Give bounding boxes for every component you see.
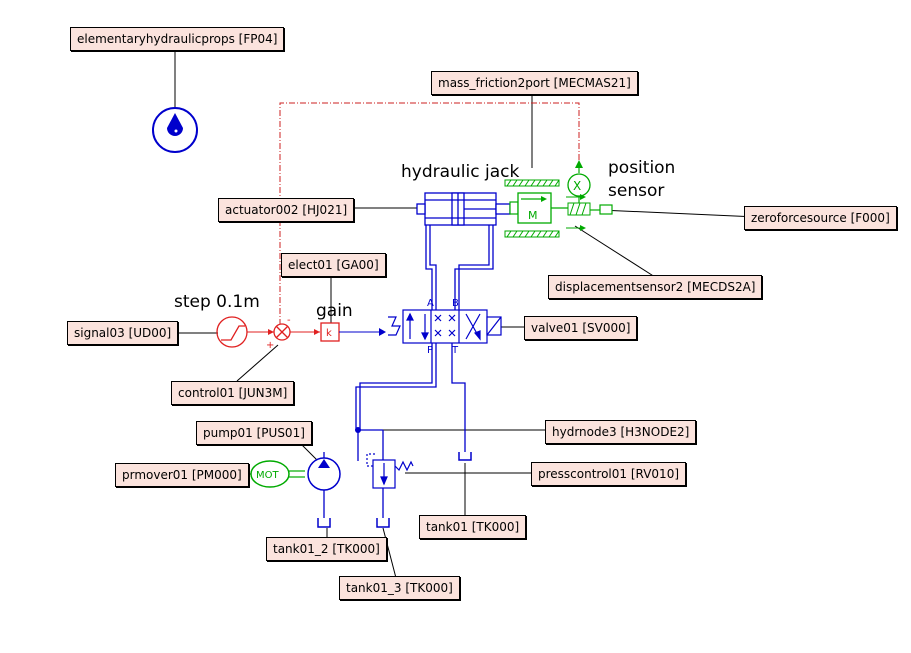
pressure-relief-valve <box>366 453 414 489</box>
hydraulic-jack-actuator <box>416 192 511 226</box>
position-caption: position <box>608 158 676 178</box>
signal-arrow-3 <box>379 328 386 336</box>
label-prmover01[interactable]: prmover01 [PM000] <box>115 463 249 487</box>
prime-mover <box>250 460 305 488</box>
fluid-properties-icon <box>152 107 198 153</box>
signal-arrow-1 <box>268 329 274 335</box>
label-tank01[interactable]: tank01 [TK000] <box>419 515 527 539</box>
label-hydrnode3[interactable]: hydrnode3 [H3NODE2] <box>545 420 697 444</box>
valve-port-b: B <box>452 298 459 309</box>
label-elementaryhydraulicprops[interactable]: elementaryhydraulicprops [FP04] <box>70 27 285 51</box>
sensor-caption: sensor <box>608 181 665 201</box>
mass-symbol: M <box>528 209 538 222</box>
label-displacementsensor2[interactable]: displacementsensor2 [MECDS2A] <box>548 275 763 299</box>
label-actuator002[interactable]: actuator002 [HJ021] <box>218 198 355 222</box>
hydraulic-node-dot <box>355 427 361 433</box>
tank-symbols <box>317 452 472 528</box>
gain-caption: gain <box>316 301 353 321</box>
sum-minus-sign: - <box>287 315 291 326</box>
valve-port-p: P <box>427 345 433 356</box>
label-valve01[interactable]: valve01 [SV000] <box>524 316 638 340</box>
displacement-sensor <box>566 160 613 231</box>
label-tank01-2[interactable]: tank01_2 [TK000] <box>266 537 387 561</box>
signal-arrow-2 <box>314 329 320 335</box>
valve-port-a: A <box>427 298 434 309</box>
hydraulic-pump <box>307 452 341 491</box>
sum-plus-sign: + <box>266 340 274 351</box>
label-elect01[interactable]: elect01 [GA00] <box>281 253 386 277</box>
mass-friction-block <box>504 179 568 238</box>
label-tank01-3[interactable]: tank01_3 [TK000] <box>339 576 460 600</box>
step-caption: step 0.1m <box>174 292 260 312</box>
label-signal03[interactable]: signal03 [UD00] <box>67 321 179 345</box>
servo-valve <box>388 309 502 344</box>
motor-symbol: MOT <box>256 470 279 481</box>
step-signal-source <box>216 316 248 348</box>
hydraulic-lines <box>323 225 494 518</box>
label-mass-friction2port[interactable]: mass_friction2port [MECMAS21] <box>431 71 638 95</box>
label-control01[interactable]: control01 [JUN3M] <box>171 381 295 405</box>
label-presscontrol01[interactable]: presscontrol01 [RV010] <box>531 462 687 486</box>
valve-port-t: T <box>451 345 459 356</box>
label-pump01[interactable]: pump01 [PUS01] <box>196 421 312 445</box>
hydraulic-jack-caption: hydraulic jack <box>401 162 520 182</box>
sensor-x-symbol: X <box>573 179 581 193</box>
summing-junction <box>273 323 291 341</box>
label-zeroforcesource[interactable]: zeroforcesource [F000] <box>744 206 897 230</box>
gain-k-symbol: k <box>326 328 332 339</box>
